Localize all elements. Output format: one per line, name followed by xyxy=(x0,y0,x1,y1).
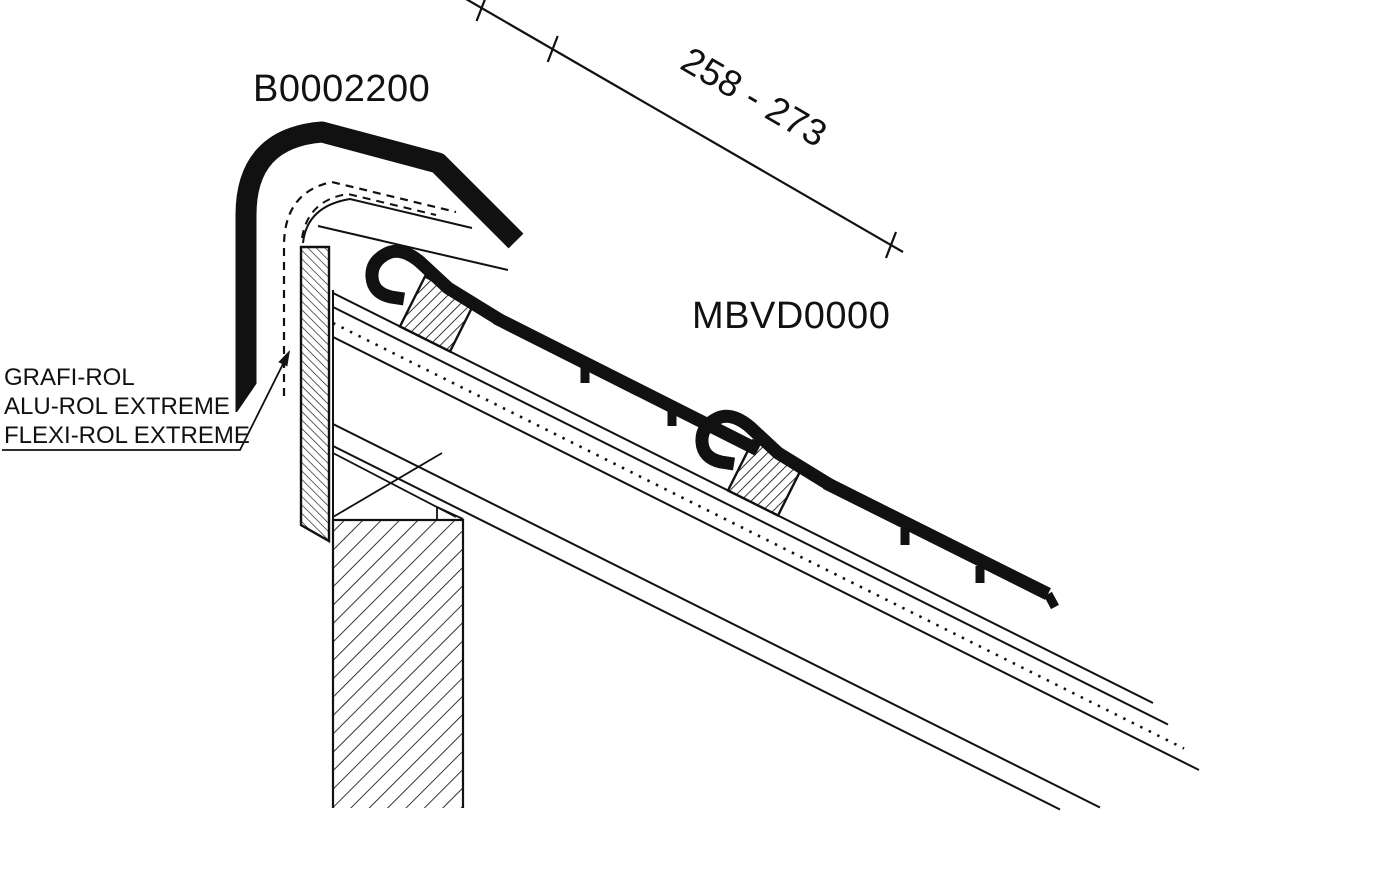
masonry-wall xyxy=(331,505,465,808)
part-code-tile-label: MBVD0000 xyxy=(692,295,890,337)
fascia-board xyxy=(299,245,331,544)
cap-end-cut xyxy=(233,380,259,418)
tile-upper-head xyxy=(365,244,504,326)
verge-cap-profile xyxy=(233,121,524,418)
product-label-alu-rol: ALU-ROL EXTREME xyxy=(4,393,230,420)
wall-plate-cross xyxy=(332,452,457,518)
tile-contour-under-cap xyxy=(302,197,509,271)
tile-lower-head xyxy=(695,409,834,491)
tile-upper-body xyxy=(493,312,761,456)
dimension-label: 258 - 273 xyxy=(674,39,834,155)
roof-tiles xyxy=(365,244,1059,610)
product-labels: GRAFI-ROL ALU-ROL EXTREME FLEXI-ROL EXTR… xyxy=(4,364,250,449)
underlay-stitch-line xyxy=(332,321,1185,750)
dimension-tick xyxy=(475,0,486,22)
leader-arrowhead xyxy=(278,350,290,367)
dimension-tick xyxy=(884,231,898,259)
product-label-flexi-rol: FLEXI-ROL EXTREME xyxy=(4,422,250,449)
batten-lower xyxy=(726,438,805,518)
wall-top-step xyxy=(436,505,464,520)
product-label-grafi-rol: GRAFI-ROL xyxy=(4,364,135,391)
dimension-line xyxy=(465,0,904,259)
product-leader xyxy=(2,350,290,451)
batten-upper xyxy=(398,274,477,354)
dimension-tick xyxy=(546,35,559,63)
tile-end-drip xyxy=(1044,591,1059,610)
tile-lower-body xyxy=(823,477,1051,600)
part-code-cap-label: B0002200 xyxy=(253,68,430,110)
